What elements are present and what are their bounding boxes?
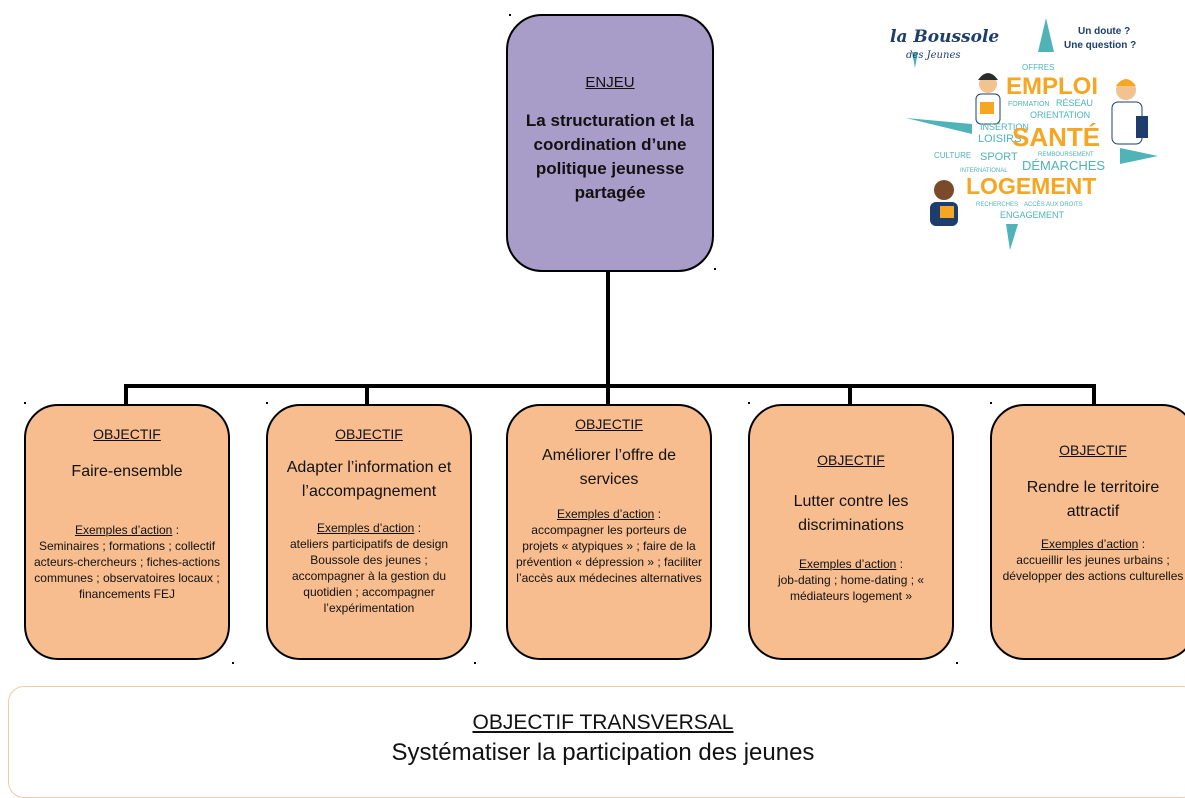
- objective-name: Rendre le territoire attractif: [1026, 479, 1160, 520]
- connector-branch-3: [606, 384, 610, 406]
- objective-examples: Exemples d’action : job-dating ; home-da…: [777, 557, 925, 603]
- logo-brand-line2: des Jeunes: [906, 50, 961, 61]
- enjeu-box: ENJEU La structuration et la coordinatio…: [506, 14, 714, 272]
- objective-head: OBJECTIF: [817, 452, 885, 468]
- word-engagement: ENGAGEMENT: [1000, 210, 1065, 220]
- objective-examples: Exemples d’action : ateliers participati…: [289, 521, 449, 615]
- objective-box-territoire: OBJECTIF Rendre le territoire attractif …: [990, 404, 1185, 660]
- handle-dot: [474, 662, 476, 664]
- word-logement: LOGEMENT: [966, 173, 1096, 199]
- handle-dot: [748, 402, 750, 404]
- word-sante: SANTÉ: [1012, 122, 1100, 152]
- transversal-objective-box: OBJECTIF TRANSVERSAL Systématiser la par…: [8, 686, 1185, 798]
- examples-label: Exemples d’action: [1040, 537, 1139, 551]
- logo-question: Un doute ?: [1078, 26, 1130, 37]
- handle-dot: [266, 402, 268, 404]
- handle-dot: [956, 662, 958, 664]
- word-recherches: RECHERCHES: [976, 202, 1018, 208]
- word-demarches: DÉMARCHES: [1022, 158, 1105, 173]
- compass-needle-top: [1038, 18, 1054, 52]
- connector-branch-2: [365, 384, 369, 406]
- word-offres: OFFRES: [1022, 63, 1054, 72]
- objective-head: OBJECTIF: [93, 426, 161, 442]
- objective-examples: Exemples d’action : Seminaires ; formati…: [33, 523, 221, 601]
- compass-needle-small: [912, 52, 918, 68]
- examples-text: accueillir les jeunes urbains ; développ…: [1002, 553, 1184, 583]
- word-formation: FORMATION: [1008, 101, 1049, 108]
- examples-text: accompagner les porteurs de projets « at…: [515, 523, 703, 585]
- word-sport: SPORT: [980, 151, 1018, 163]
- examples-label: Exemples d’action: [316, 521, 415, 535]
- connector-branch-4: [848, 384, 852, 406]
- objective-box-adapter: OBJECTIF Adapter l’information et l’acco…: [266, 404, 472, 660]
- compass-needle-bottom: [1006, 224, 1018, 250]
- logo-question2: Une question ?: [1064, 40, 1136, 51]
- connector-horizontal-bar: [124, 384, 1096, 388]
- handle-dot: [232, 662, 234, 664]
- word-culture: CULTURE: [934, 151, 971, 160]
- word-reseau: RÉSEAU: [1056, 98, 1093, 108]
- handle-dot: [990, 402, 992, 404]
- compass-needle-right: [1120, 148, 1158, 164]
- word-loisirs: LOISIRS: [978, 133, 1021, 145]
- word-remboursement: REMBOURSEMENT: [1038, 152, 1094, 158]
- enjeu-title: La structuration et la coordination d’un…: [525, 111, 695, 202]
- examples-text: job-dating ; home-dating ; « médiateurs …: [777, 573, 925, 603]
- logo-brand-line1: la Boussole: [890, 27, 999, 47]
- character-woman-icon: [975, 73, 1001, 125]
- connector-branch-1: [124, 384, 128, 406]
- character-boy-icon: [930, 180, 958, 226]
- connector-branch-5: [1092, 384, 1096, 406]
- handle-dot: [714, 268, 716, 270]
- objective-head: OBJECTIF: [335, 426, 403, 442]
- transversal-label: OBJECTIF TRANSVERSAL: [472, 711, 734, 734]
- objective-box-faire-ensemble: OBJECTIF Faire-ensemble Exemples d’actio…: [24, 404, 230, 660]
- examples-text: Seminaires ; formations ; collectif acte…: [33, 539, 221, 601]
- word-emploi: EMPLOI: [1006, 73, 1098, 100]
- examples-text: ateliers participatifs de design Boussol…: [289, 537, 449, 615]
- boussole-logo: la Boussole des Jeunes Un doute ? Une qu…: [890, 18, 1158, 250]
- examples-label: Exemples d’action: [74, 523, 173, 537]
- handle-dot: [509, 14, 511, 16]
- word-insertion: INSERTION: [980, 122, 1029, 132]
- connector-vertical-main: [606, 271, 610, 388]
- objective-examples: Exemples d’action : accueillir les jeune…: [1002, 537, 1184, 583]
- enjeu-label: ENJEU: [585, 74, 635, 91]
- transversal-text: Systématiser la participation des jeunes: [391, 739, 815, 766]
- character-man-icon: [1111, 79, 1148, 145]
- handle-dot: [24, 402, 26, 404]
- objective-name: Faire-ensemble: [71, 463, 183, 480]
- word-orientation: ORIENTATION: [1030, 110, 1090, 120]
- objective-name: Lutter contre les discriminations: [793, 493, 909, 534]
- examples-label: Exemples d’action: [556, 507, 655, 521]
- objective-name: Améliorer l’offre de services: [542, 447, 676, 488]
- objective-box-ameliorer: OBJECTIF Améliorer l’offre de services E…: [506, 404, 712, 660]
- objective-head: OBJECTIF: [1059, 442, 1127, 458]
- compass-needle-left: [906, 118, 972, 134]
- objective-name: Adapter l’information et l’accompagnemen…: [286, 459, 452, 500]
- objective-head: OBJECTIF: [575, 416, 643, 432]
- objective-box-discriminations: OBJECTIF Lutter contre les discriminatio…: [748, 404, 954, 660]
- objective-examples: Exemples d’action : accompagner les port…: [515, 507, 703, 585]
- examples-label: Exemples d’action: [798, 557, 897, 571]
- word-international: INTERNATIONAL: [960, 168, 1008, 174]
- word-acces: ACCÈS AUX DROITS: [1024, 201, 1083, 208]
